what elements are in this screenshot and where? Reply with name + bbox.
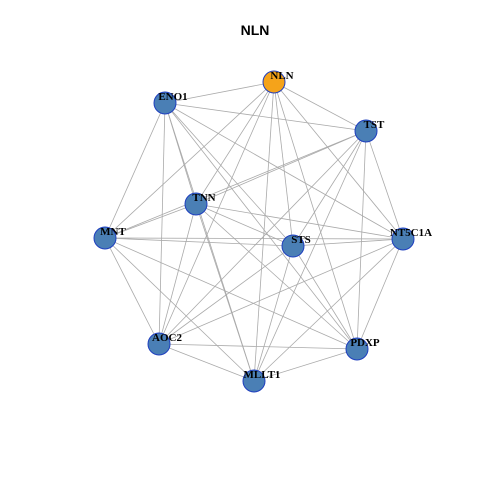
- node-nt5c1a[interactable]: [391, 227, 415, 251]
- node-label-sts: STS: [291, 234, 311, 246]
- edge-tnn-sts: [195, 203, 294, 247]
- node-label-eno1: ENO1: [158, 91, 187, 103]
- edge-tst-tnn: [195, 130, 367, 205]
- edge-sts-mllt1: [253, 245, 294, 382]
- edge-mllt1-pdxp: [253, 348, 358, 382]
- edge-nt5c1a-mllt1: [253, 238, 404, 382]
- node-layer: [93, 70, 415, 393]
- edge-layer: [104, 81, 404, 382]
- edge-tnn-nt5c1a: [195, 203, 404, 240]
- node-label-pdxp: PDXP: [350, 337, 380, 349]
- edge-tnn-mllt1: [195, 203, 255, 382]
- edge-nln-nt5c1a: [273, 81, 404, 240]
- edge-nln-sts: [273, 81, 294, 247]
- diagram-title: NLN: [241, 22, 270, 38]
- node-tnn[interactable]: [184, 192, 208, 216]
- edge-nt5c1a-aoc2: [158, 238, 404, 345]
- node-mnt[interactable]: [93, 226, 117, 250]
- edge-eno1-aoc2: [158, 102, 166, 345]
- edge-tst-nt5c1a: [365, 130, 404, 240]
- edge-eno1-tst: [164, 102, 367, 132]
- edge-tst-mllt1: [253, 130, 367, 382]
- edge-mnt-nt5c1a: [104, 237, 404, 240]
- edge-aoc2-pdxp: [158, 343, 358, 350]
- edge-eno1-mnt: [104, 102, 166, 239]
- edge-aoc2-mllt1: [158, 343, 255, 382]
- edge-nt5c1a-pdxp: [356, 238, 404, 350]
- edge-tst-aoc2: [158, 130, 367, 345]
- node-label-nln: NLN: [270, 70, 293, 82]
- node-label-tnn: TNN: [192, 192, 215, 204]
- edge-mnt-sts: [104, 237, 294, 247]
- edge-nln-eno1: [164, 81, 275, 104]
- node-aoc2[interactable]: [147, 332, 171, 356]
- edge-eno1-pdxp: [164, 102, 358, 350]
- edge-mnt-aoc2: [104, 237, 160, 345]
- node-mllt1[interactable]: [242, 369, 266, 393]
- edge-tst-pdxp: [356, 130, 367, 350]
- edge-nln-tst: [273, 81, 367, 132]
- edge-sts-pdxp: [292, 245, 358, 350]
- edge-eno1-nt5c1a: [164, 102, 404, 240]
- node-nln[interactable]: [262, 70, 286, 94]
- edge-tnn-mnt: [104, 203, 197, 239]
- edge-nln-mnt: [104, 81, 275, 239]
- edge-mnt-pdxp: [104, 237, 358, 350]
- node-eno1[interactable]: [153, 91, 177, 115]
- edge-nln-mllt1: [253, 81, 275, 382]
- edge-nln-pdxp: [273, 81, 358, 350]
- node-label-tst: TST: [364, 119, 385, 131]
- edge-tst-sts: [292, 130, 367, 247]
- node-sts[interactable]: [281, 234, 305, 258]
- node-label-nt5c1a: NT5C1A: [390, 227, 432, 239]
- node-label-mllt1: MLLT1: [244, 369, 281, 381]
- edge-sts-nt5c1a: [292, 238, 404, 247]
- edge-tst-mnt: [104, 130, 367, 239]
- node-label-mnt: MNT: [100, 226, 126, 238]
- node-pdxp[interactable]: [345, 337, 369, 361]
- edge-tnn-pdxp: [195, 203, 358, 350]
- edge-eno1-sts: [164, 102, 294, 247]
- edge-tnn-aoc2: [158, 203, 197, 345]
- edge-sts-aoc2: [158, 245, 294, 345]
- edge-mnt-mllt1: [104, 237, 255, 382]
- node-label-aoc2: AOC2: [152, 332, 182, 344]
- node-tst[interactable]: [354, 119, 378, 143]
